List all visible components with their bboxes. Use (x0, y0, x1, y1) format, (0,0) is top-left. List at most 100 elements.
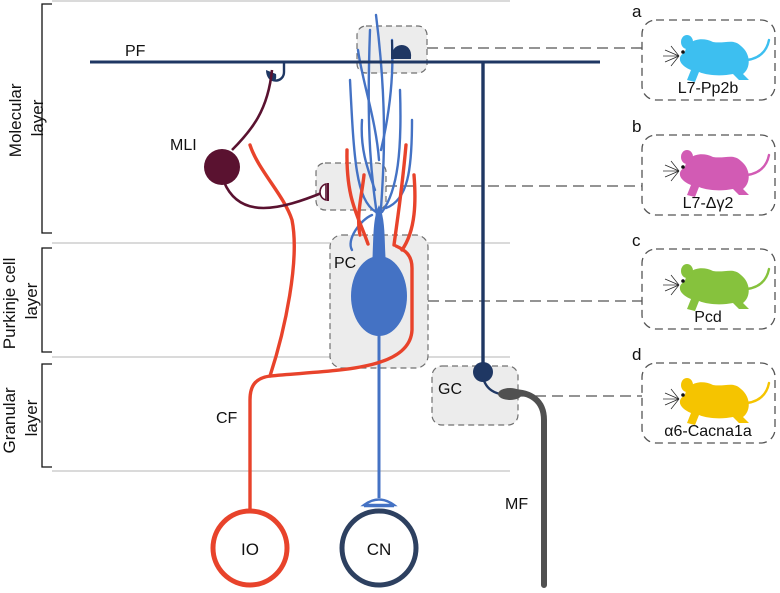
pc-dendrite-main-left (367, 28, 380, 224)
mouse-whisker (664, 49, 680, 57)
mouse-panel-d: d α6-Cacna1a (632, 345, 776, 444)
cf-left-branch (248, 143, 296, 378)
mouse-body (679, 154, 749, 197)
mouse-whisker (670, 388, 680, 400)
mouse-whiskers (663, 160, 680, 182)
label-purkinje-line2: layer (22, 282, 41, 319)
label-cf: CF (216, 410, 238, 427)
mli-dendrite (231, 69, 274, 151)
granule-cell-soma (473, 362, 493, 382)
mli-axon (222, 181, 325, 210)
label-purkinje-layer: Purkinje cell layer (0, 253, 41, 349)
mouse-tail (745, 38, 771, 62)
label-mf: MF (505, 496, 528, 513)
mouse-body (679, 268, 749, 311)
connector-lines (386, 47, 642, 397)
panel-letter-d: d (632, 345, 641, 364)
mouse-panel-b: bL7-Δγ2 (632, 117, 776, 216)
mouse-tail (745, 153, 771, 177)
label-granular-layer: Granular layer (0, 383, 41, 454)
panel-letter-c: c (632, 231, 641, 250)
mouse-body (679, 382, 749, 425)
mouse-ear (681, 264, 693, 278)
label-molecular-line1: Molecular (6, 83, 25, 157)
mouse-label-d: α6-Cacna1a (664, 423, 752, 440)
mouse-whisker (664, 398, 680, 406)
label-pc: PC (334, 255, 356, 272)
mossy-fiber-rosette (498, 388, 522, 400)
mouse-label-c: Pcd (694, 309, 722, 326)
label-pf: PF (125, 43, 146, 60)
pc-dendrite-inner (360, 118, 377, 192)
bracket-purkinje (41, 247, 52, 353)
label-cn: CN (367, 540, 392, 559)
panel-letter-a: a (632, 2, 642, 21)
mouse-eye (681, 279, 685, 283)
mouse-whisker (670, 284, 680, 296)
purkinje-cn-terminal (360, 498, 398, 507)
pc-dendrite-mid (356, 48, 381, 162)
mouse-whiskers (663, 274, 680, 296)
label-granular-line1: Granular (0, 387, 19, 453)
climbing-fiber (248, 143, 417, 517)
mouse-eye (681, 50, 685, 54)
cf-branch-3 (392, 143, 408, 247)
mouse-ear (681, 150, 693, 164)
cf-main (248, 244, 414, 517)
pf-synapse-on-mli (266, 63, 286, 82)
cerebellar-nuclei (339, 508, 419, 588)
mouse-whisker (670, 170, 680, 182)
layer-brackets (41, 3, 52, 468)
mouse-ear (681, 35, 693, 49)
mouse-body (679, 39, 749, 82)
mouse-whiskers (663, 45, 680, 67)
mouse-whisker (670, 274, 680, 286)
mouse-whisker (664, 164, 680, 172)
mouse-whisker (670, 55, 680, 67)
mouse-whisker (670, 160, 680, 172)
mli-soma (204, 149, 240, 185)
mouse-label-a: L7-Pp2b (678, 80, 739, 97)
pc-dendrite-left (348, 78, 378, 214)
cf-branch-1 (345, 148, 370, 246)
purkinje-soma (351, 256, 407, 336)
mouse-eye (681, 165, 685, 169)
pc-dendrite-left2 (349, 213, 374, 252)
pc-dendrite-trunk (372, 205, 386, 265)
mouse-label-b: L7-Δγ2 (683, 195, 734, 212)
label-molecular-line2: layer (28, 99, 47, 136)
layer-boundaries (52, 0, 510, 472)
mouse-whisker (664, 284, 680, 292)
pc-dendrite-right (380, 88, 402, 214)
pf-pc-terminal (390, 40, 412, 59)
mouse-whisker (670, 398, 680, 410)
mouse-whisker (664, 170, 680, 178)
inferior-olive (210, 508, 290, 588)
mli-terminal (319, 182, 327, 202)
label-granular-line2: layer (22, 399, 41, 436)
pc-dendrite-right2 (384, 118, 414, 210)
label-mli: MLI (170, 137, 197, 154)
label-gc: GC (438, 381, 462, 398)
mouse-tail (745, 381, 771, 405)
mouse-whisker (664, 392, 680, 400)
label-purkinje-line1: Purkinje cell (0, 258, 19, 350)
cf-branch-2 (356, 173, 366, 237)
mouse-tail (745, 267, 771, 291)
mouse-whisker (670, 45, 680, 57)
mouse-eye (681, 393, 685, 397)
label-molecular-layer: Molecular layer (6, 79, 47, 157)
mouse-whisker (664, 55, 680, 63)
mouse-panel-a: aL7-Pp2b (632, 2, 776, 101)
label-io: IO (241, 540, 259, 559)
pf-synapse-on-pc (390, 40, 412, 59)
mouse-whisker (664, 278, 680, 286)
mouse-whiskers (663, 388, 680, 410)
bracket-molecular (41, 3, 52, 234)
mouse-ear (681, 378, 693, 392)
bracket-granular (41, 363, 52, 468)
cf-branch-4 (400, 173, 417, 252)
